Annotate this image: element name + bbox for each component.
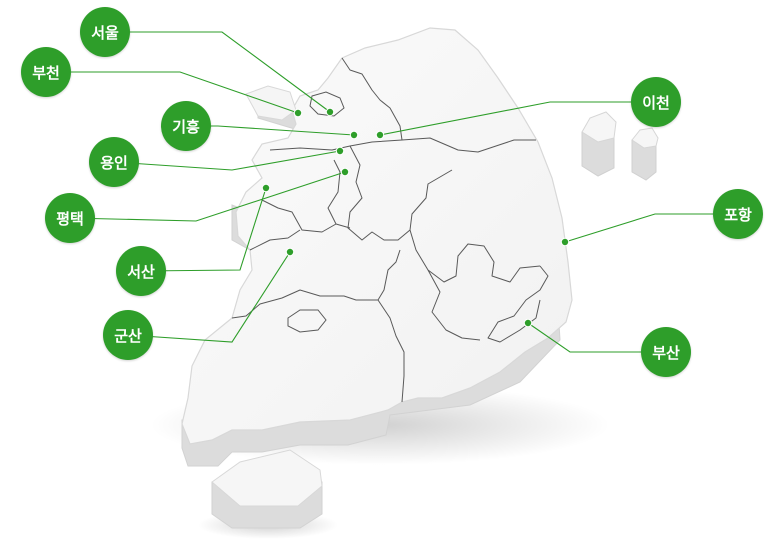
leader-line bbox=[69, 171, 346, 222]
leader-line bbox=[379, 101, 656, 136]
location-dot bbox=[326, 108, 334, 116]
pin-label: 평택 bbox=[56, 209, 84, 228]
pin-gunsan[interactable]: 군산 bbox=[103, 310, 153, 360]
ulleungdo-top bbox=[581, 111, 617, 143]
island-northwest bbox=[245, 85, 297, 121]
leader-line bbox=[527, 322, 666, 353]
leader-line bbox=[105, 31, 331, 113]
pin-pyeongtaek[interactable]: 평택 bbox=[45, 193, 95, 243]
pin-bucheon[interactable]: 부천 bbox=[21, 47, 71, 97]
pin-label: 서산 bbox=[127, 262, 155, 281]
pin-icheon[interactable]: 이천 bbox=[631, 77, 681, 127]
pin-seoul[interactable]: 서울 bbox=[80, 7, 130, 57]
location-dot bbox=[524, 319, 532, 327]
leader-lines bbox=[46, 31, 738, 353]
pin-label: 군산 bbox=[114, 326, 142, 345]
seoul-outline bbox=[309, 91, 345, 117]
dokdo-top bbox=[631, 127, 659, 149]
pin-label: 기흥 bbox=[172, 117, 200, 136]
pin-label: 부천 bbox=[32, 63, 60, 82]
pin-label: 부산 bbox=[652, 343, 680, 362]
leader-line bbox=[140, 187, 267, 272]
pin-busan[interactable]: 부산 bbox=[641, 327, 691, 377]
pin-seosan[interactable]: 서산 bbox=[116, 246, 166, 296]
location-dot bbox=[336, 147, 344, 155]
pin-pohang[interactable]: 포항 bbox=[713, 189, 763, 239]
location-dot bbox=[286, 248, 294, 256]
leader-line bbox=[127, 251, 291, 343]
location-dot bbox=[561, 238, 569, 246]
province-boundaries bbox=[231, 57, 549, 403]
pin-label: 용인 bbox=[100, 153, 128, 172]
location-dots bbox=[261, 107, 570, 328]
pin-label: 서울 bbox=[91, 23, 119, 42]
leader-line bbox=[564, 213, 738, 243]
leader-line bbox=[46, 71, 299, 114]
location-dot bbox=[262, 184, 270, 192]
pin-giheung[interactable]: 기흥 bbox=[161, 101, 211, 151]
location-dot bbox=[341, 168, 349, 176]
gwangju-outline bbox=[287, 309, 327, 333]
jeju-top bbox=[211, 449, 323, 507]
pin-yongin[interactable]: 용인 bbox=[89, 137, 139, 187]
pin-label: 포항 bbox=[724, 205, 752, 224]
location-dot bbox=[350, 131, 358, 139]
leader-line bbox=[113, 150, 341, 171]
pin-label: 이천 bbox=[642, 93, 670, 112]
location-dot bbox=[376, 131, 384, 139]
location-dot bbox=[294, 109, 302, 117]
mainland-top bbox=[181, 27, 573, 445]
